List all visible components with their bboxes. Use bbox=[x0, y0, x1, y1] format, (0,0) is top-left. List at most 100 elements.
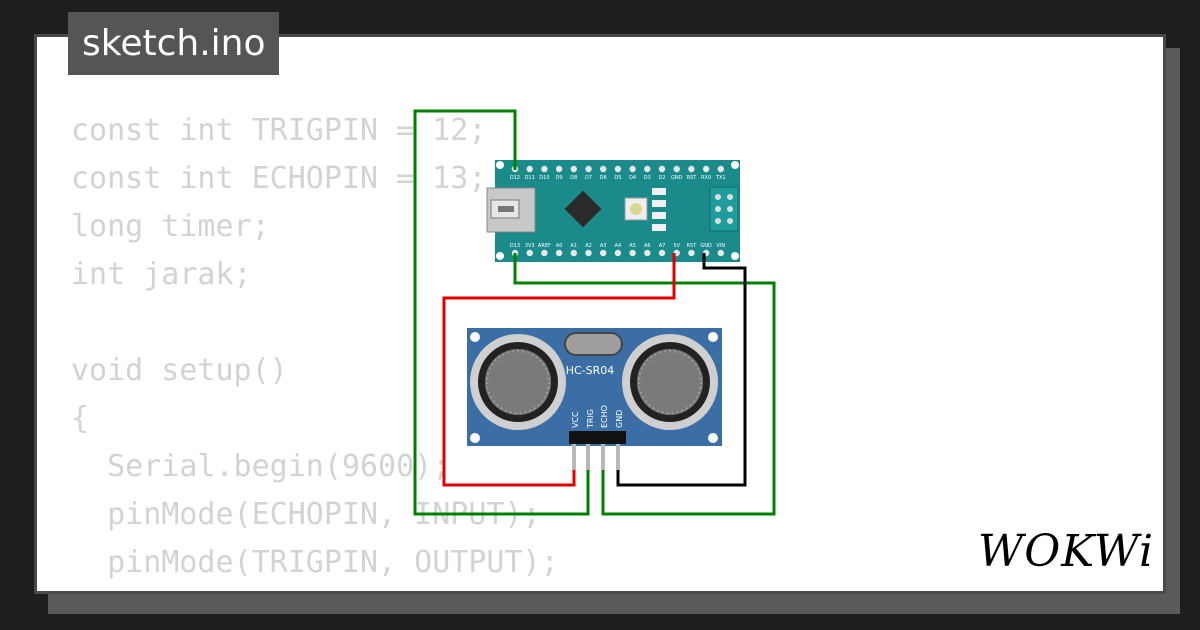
board-pin-label: D2 bbox=[658, 175, 665, 181]
board-pin[interactable] bbox=[629, 249, 636, 257]
board-pin[interactable] bbox=[600, 249, 607, 257]
board-pin-label: A6 bbox=[644, 243, 651, 249]
board-pin[interactable] bbox=[585, 165, 592, 173]
board-pin[interactable] bbox=[555, 249, 563, 257]
board-pin-label: AREF bbox=[538, 243, 551, 249]
board-pin-label: A4 bbox=[615, 243, 622, 249]
board-pin-label: A3 bbox=[600, 243, 607, 249]
code-line: void setup() bbox=[71, 353, 288, 388]
code-line: { bbox=[71, 401, 90, 436]
hc-sr04-sensor[interactable]: HC-SR04 VCC TRIG ECHO GND bbox=[467, 328, 722, 470]
sketch-filename-tab[interactable]: sketch.ino bbox=[68, 12, 280, 75]
board-pin[interactable] bbox=[688, 165, 695, 173]
board-pin-label: A7 bbox=[659, 243, 666, 249]
board-pin[interactable] bbox=[644, 249, 651, 257]
board-pin-label: TX1 bbox=[715, 175, 726, 181]
board-pin[interactable] bbox=[614, 165, 622, 173]
board-pin-label: VIN bbox=[716, 243, 725, 249]
sensor-pin-gnd[interactable] bbox=[616, 444, 620, 470]
left-transducer bbox=[470, 334, 566, 430]
board-pin[interactable] bbox=[585, 249, 592, 257]
sensor-pin-label-trig: TRIG bbox=[586, 409, 595, 429]
board-pin[interactable] bbox=[541, 249, 548, 257]
board-pin[interactable] bbox=[688, 249, 695, 257]
board-pin-label: GND bbox=[700, 243, 712, 249]
wokwi-logo-text: WOKWi bbox=[978, 526, 1152, 576]
board-pin[interactable] bbox=[702, 165, 710, 173]
wire-d12-to-trig[interactable] bbox=[413, 109, 590, 516]
code-line: long timer; bbox=[71, 209, 270, 244]
right-transducer bbox=[622, 334, 718, 430]
sketch-filename: sketch.ino bbox=[82, 23, 266, 64]
board-pin[interactable] bbox=[570, 249, 577, 257]
icsp-header bbox=[709, 186, 739, 232]
crystal-oscillator bbox=[564, 332, 623, 356]
board-pin[interactable] bbox=[673, 165, 680, 173]
board-pin[interactable] bbox=[717, 249, 724, 257]
board-pin[interactable] bbox=[644, 165, 651, 173]
board-pin-label: 5V bbox=[673, 243, 680, 249]
board-pin-label: D3 bbox=[644, 175, 651, 181]
code-line: pinMode(TRIGPIN, OUTPUT); bbox=[71, 545, 559, 580]
board-pin[interactable] bbox=[526, 249, 533, 257]
code-line: const int TRIGPIN = 12; bbox=[71, 113, 487, 148]
board-pin-label: D9 bbox=[556, 175, 563, 181]
board-pin[interactable] bbox=[526, 165, 533, 173]
board-pin-label: D8 bbox=[570, 175, 577, 181]
board-pin[interactable] bbox=[570, 165, 577, 173]
wokwi-logo[interactable]: WOKWi bbox=[976, 524, 1152, 576]
sensor-pin-trig[interactable] bbox=[586, 444, 590, 470]
board-pin-label: D11 bbox=[525, 175, 535, 181]
sensor-pin-echo[interactable] bbox=[601, 444, 605, 470]
code-line: pinMode(ECHOPIN, INPUT); bbox=[71, 497, 541, 532]
board-pin-label: GND bbox=[671, 175, 683, 181]
board-pin-label: RST bbox=[687, 175, 698, 181]
board-pin-label: D12 bbox=[510, 175, 520, 181]
board-pin-label: D4 bbox=[629, 175, 636, 181]
code-preview: const int TRIGPIN = 12; const int ECHOPIN… bbox=[71, 107, 559, 591]
board-pin-label: A2 bbox=[585, 243, 592, 249]
board-pin-label: RST bbox=[687, 243, 698, 249]
board-pin-label: D13 bbox=[510, 243, 520, 249]
board-pin-label: RX0 bbox=[701, 175, 711, 181]
board-pin-label: 3V3 bbox=[525, 243, 535, 249]
board-pin-label: A1 bbox=[570, 243, 577, 249]
code-line: Serial.begin(9600); bbox=[71, 449, 451, 484]
board-pin-label: A5 bbox=[629, 243, 636, 249]
board-pin[interactable] bbox=[658, 165, 666, 173]
board-pin-label: A0 bbox=[556, 243, 563, 249]
microcontroller-chip bbox=[564, 190, 602, 228]
sensor-model-label: HC-SR04 bbox=[566, 364, 615, 377]
board-pin-label: D10 bbox=[539, 175, 549, 181]
sensor-pin-label-vcc: VCC bbox=[571, 411, 580, 428]
led-l bbox=[652, 212, 666, 219]
sensor-pin-header bbox=[569, 431, 626, 444]
board-pin[interactable] bbox=[541, 165, 548, 173]
board-pin[interactable] bbox=[629, 165, 636, 173]
board-pin[interactable] bbox=[600, 165, 607, 173]
board-pin[interactable] bbox=[717, 165, 724, 173]
led-rx bbox=[652, 200, 666, 207]
board-pin[interactable] bbox=[555, 165, 563, 173]
sensor-pin-label-echo: ECHO bbox=[600, 405, 609, 428]
board-pin-label: D7 bbox=[585, 175, 592, 181]
wire-gnd-to-gnd[interactable] bbox=[616, 253, 747, 487]
wire-5v-to-vcc[interactable] bbox=[442, 253, 676, 487]
led-pwr bbox=[652, 224, 666, 231]
board-pin[interactable] bbox=[614, 249, 622, 257]
sensor-pin-label-gnd: GND bbox=[615, 410, 624, 428]
wire-d13-to-echo[interactable] bbox=[513, 253, 776, 516]
board-pin-label: D6 bbox=[600, 175, 607, 181]
board-pin[interactable] bbox=[658, 249, 666, 257]
board-pcb bbox=[495, 160, 740, 262]
preview-card: const int TRIGPIN = 12; const int ECHOPIN… bbox=[34, 34, 1166, 594]
code-line: const int ECHOPIN = 13; bbox=[71, 161, 487, 196]
board-pin-label: D5 bbox=[614, 175, 621, 181]
sensor-pin-vcc[interactable] bbox=[572, 444, 576, 470]
code-line: int jarak; bbox=[71, 257, 252, 292]
led-tx bbox=[652, 188, 666, 195]
